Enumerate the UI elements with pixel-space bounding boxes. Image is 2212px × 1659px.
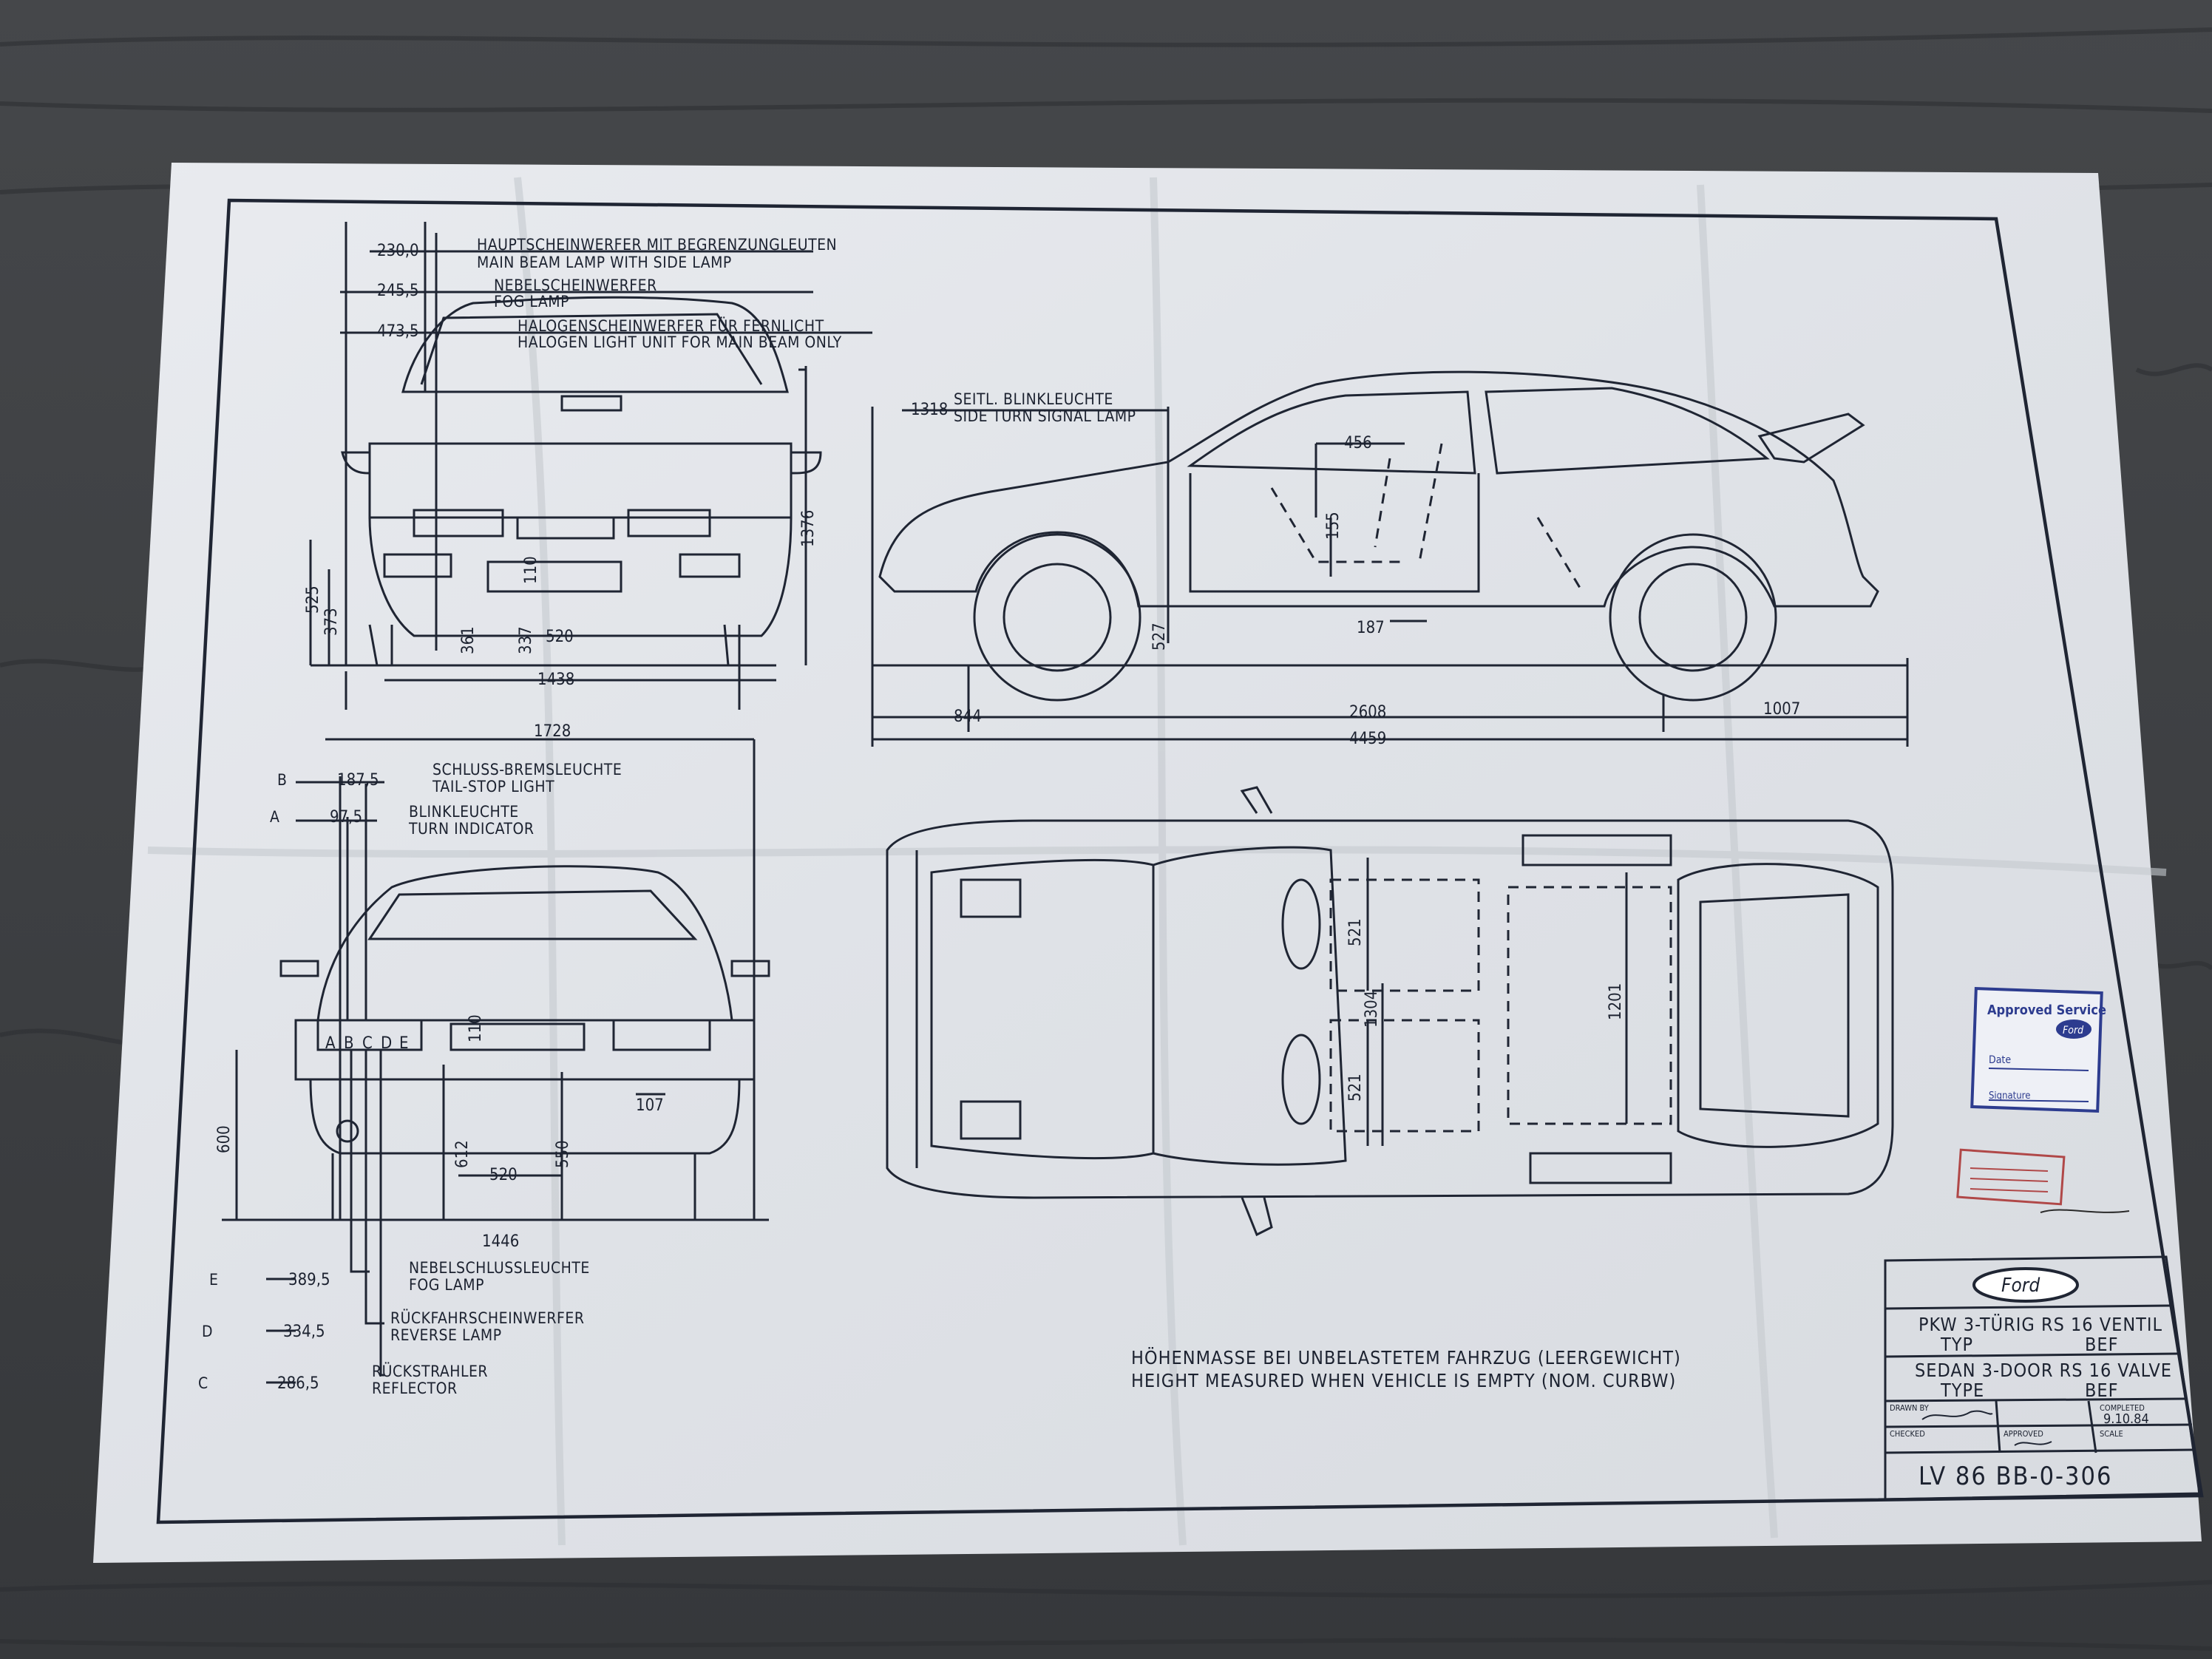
rear-lamp-c: C — [362, 1034, 373, 1053]
rear-lamp-b: B — [344, 1034, 354, 1053]
rear-label-2-de: BLINKLEUCHTE — [409, 803, 519, 821]
front-dim-1376: 1376 — [799, 510, 818, 547]
title-de-line2b: BEF — [2085, 1334, 2119, 1355]
rear-label-4-en: REVERSE LAMP — [390, 1326, 502, 1344]
drawn-by-signature — [1921, 1410, 1993, 1420]
rear-dim-520: 520 — [489, 1166, 518, 1184]
rear-marker-a: A — [270, 808, 279, 826]
rear-marker-b: B — [277, 771, 287, 789]
drawing-border — [156, 198, 2204, 1524]
front-label-2-de: NEBELSCHEINWERFER — [494, 276, 657, 294]
rear-label-5-de: RÜCKSTRAHLER — [372, 1362, 488, 1380]
stamp-date-label: Date — [1989, 1054, 2011, 1066]
title-en-line2a: TYPE — [1940, 1380, 1984, 1401]
rear-dim-110: 110 — [467, 1014, 485, 1042]
rear-dim-334-5: 334,5 — [283, 1323, 325, 1341]
front-view — [309, 222, 872, 710]
stamp-title: Approved Service — [1987, 1002, 2106, 1018]
rear-lamp-a: A — [325, 1034, 336, 1053]
side-view — [871, 370, 1909, 747]
title-block — [1884, 1255, 2201, 1501]
paper-creases — [147, 177, 2167, 1546]
side-dim-456: 456 — [1344, 434, 1372, 452]
rear-label-5-en: REFLECTOR — [372, 1380, 458, 1397]
top-dim-521-a: 521 — [1346, 918, 1365, 946]
note-en: HEIGHT MEASURED WHEN VEHICLE IS EMPTY (N… — [1131, 1370, 1676, 1391]
rear-dim-550: 550 — [554, 1140, 572, 1168]
side-label-de: SEITL. BLINKLEUCHTE — [954, 390, 1113, 408]
title-de-line2a: TYP — [1940, 1334, 1973, 1355]
rear-marker-c: C — [198, 1374, 208, 1392]
side-dim-1318: 1318 — [911, 401, 948, 419]
front-dim-245: 245,5 — [377, 282, 419, 300]
rear-dim-286-5: 286,5 — [277, 1374, 319, 1393]
side-label-en: SIDE TURN SIGNAL LAMP — [954, 407, 1136, 425]
title-checked: CHECKED — [1890, 1429, 1925, 1439]
side-dim-2608: 2608 — [1349, 703, 1386, 722]
title-completed: COMPLETED — [2100, 1403, 2145, 1413]
side-dim-187: 187 — [1357, 619, 1385, 637]
title-de-line1: PKW 3-TÜRIG RS 16 VENTIL — [1918, 1314, 2162, 1335]
front-label-3-en: HALOGEN LIGHT UNIT FOR MAIN BEAM ONLY — [518, 333, 842, 351]
front-dim-337: 337 — [517, 626, 535, 654]
rear-dim-1446: 1446 — [482, 1232, 519, 1251]
title-en-line2b: BEF — [2085, 1380, 2119, 1401]
ford-logo-icon — [1972, 1267, 2079, 1303]
rear-dim-389-5: 389,5 — [288, 1271, 330, 1289]
rear-marker-d: D — [202, 1323, 213, 1340]
stamp-signature-label: Signature — [1989, 1090, 2030, 1102]
top-dim-1201: 1201 — [1607, 983, 1625, 1020]
rear-lamp-e: E — [399, 1034, 409, 1053]
side-dim-155: 155 — [1324, 512, 1343, 540]
ford-logo-text: Ford — [2001, 1275, 2040, 1297]
drawing-number: LV 86 BB-0-306 — [1918, 1462, 2112, 1491]
stamp-logo-text: Ford — [2063, 1025, 2084, 1037]
ford-oval-small-icon — [2056, 1020, 2091, 1039]
front-label-1-de: HAUPTSCHEINWERFER MIT BEGRENZUNGLEUTEN — [477, 236, 837, 254]
front-label-1-en: MAIN BEAM LAMP WITH SIDE LAMP — [477, 254, 732, 271]
note-de: HÖHENMASSE BEI UNBELASTETEM FAHRZUG (LEE… — [1131, 1347, 1681, 1368]
rear-lamp-d: D — [381, 1034, 392, 1053]
front-dim-230: 230,0 — [377, 242, 419, 260]
title-approved: APPROVED — [2004, 1429, 2043, 1439]
side-dim-527: 527 — [1150, 622, 1169, 651]
rear-label-3-en: FOG LAMP — [409, 1276, 484, 1294]
front-dim-473: 473,5 — [377, 322, 419, 341]
rear-dim-612: 612 — [453, 1140, 472, 1168]
side-dim-1007: 1007 — [1763, 700, 1800, 719]
rear-marker-e: E — [209, 1271, 218, 1289]
rear-dim-107: 107 — [636, 1096, 664, 1115]
approved-signature — [2014, 1441, 2052, 1446]
rear-label-1-en: TAIL-STOP LIGHT — [432, 778, 554, 795]
side-dim-4459: 4459 — [1349, 730, 1386, 748]
side-dim-844: 844 — [954, 708, 982, 726]
rear-dim-600: 600 — [215, 1125, 234, 1153]
front-label-3-de: HALOGENSCHEINWERFER FÜR FERNLICHT — [518, 316, 824, 335]
rear-label-3-de: NEBELSCHLUSSLEUCHTE — [409, 1259, 590, 1277]
approved-service-stamp — [1970, 987, 2103, 1113]
front-dim-525: 525 — [304, 586, 322, 614]
front-label-2-en: FOG LAMP — [494, 293, 569, 311]
title-drawn-by: DRAWN BY — [1890, 1403, 1930, 1413]
front-dim-373: 373 — [322, 608, 341, 636]
title-scale: SCALE — [2100, 1429, 2123, 1439]
rear-label-2-en: TURN INDICATOR — [408, 820, 534, 838]
title-en-line1: SEDAN 3-DOOR RS 16 VALVE — [1915, 1360, 2172, 1381]
rear-label-4-de: RÜCKFAHRSCHEINWERFER — [390, 1309, 584, 1327]
rear-dim-97-5: 97,5 — [330, 808, 362, 827]
rear-label-1-de: SCHLUSS-BREMSLEUCHTE — [432, 761, 622, 778]
rear-dim-187-5: 187,5 — [337, 771, 379, 790]
top-dim-1304: 1304 — [1363, 991, 1381, 1028]
rear-view — [222, 738, 770, 1384]
front-dim-361: 361 — [459, 626, 478, 654]
rear-dim-1728: 1728 — [534, 722, 571, 741]
title-completed-date: 9.10.84 — [2103, 1411, 2149, 1427]
top-dim-521-b: 521 — [1346, 1073, 1365, 1102]
front-dim-110: 110 — [522, 556, 540, 584]
front-dim-1438: 1438 — [537, 671, 574, 689]
red-rubber-stamp — [1956, 1148, 2130, 1213]
top-view — [886, 786, 1894, 1237]
front-dim-520: 520 — [546, 628, 574, 646]
